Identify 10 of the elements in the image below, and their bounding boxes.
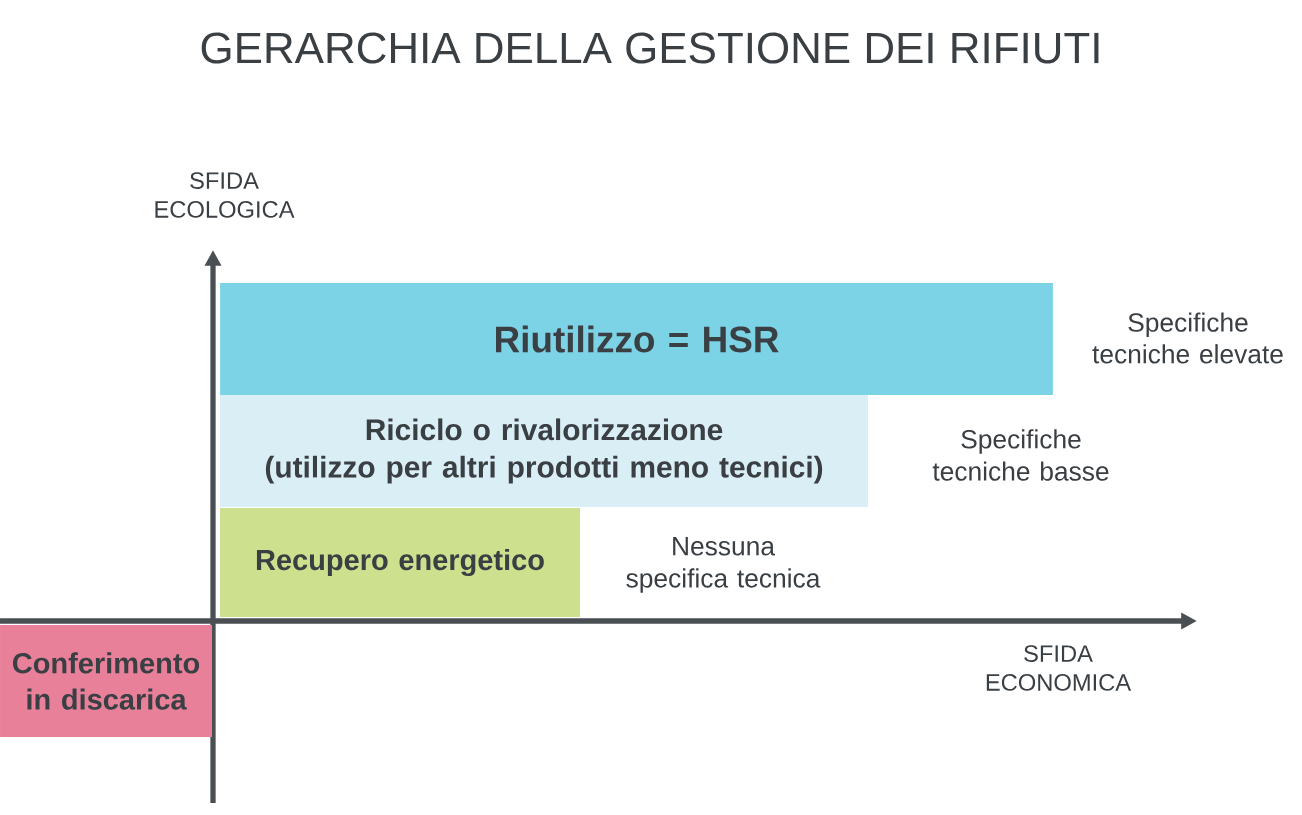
axis-label: SFIDA ECOLOGICA <box>155 172 295 218</box>
axis-label: SFIDA ECONOMICA <box>986 645 1132 691</box>
bar: Riciclo o rivalorizzazione (utilizzo per altri prodotti meno tecnici) <box>220 395 868 507</box>
title: GERARCHIA DELLA GESTIONE DEI RIFIUTI <box>201 32 1099 64</box>
side-note: Specifiche tecniche basse <box>932 429 1109 481</box>
bar: Riutilizzo = HSR <box>220 283 1053 395</box>
bar: Conferimento in discarica <box>0 625 212 737</box>
bar: Recupero energetico <box>220 508 580 617</box>
side-note: Nessuna specifica tecnica <box>626 537 821 593</box>
side-note: Specifiche tecniche elevate <box>1092 312 1283 364</box>
